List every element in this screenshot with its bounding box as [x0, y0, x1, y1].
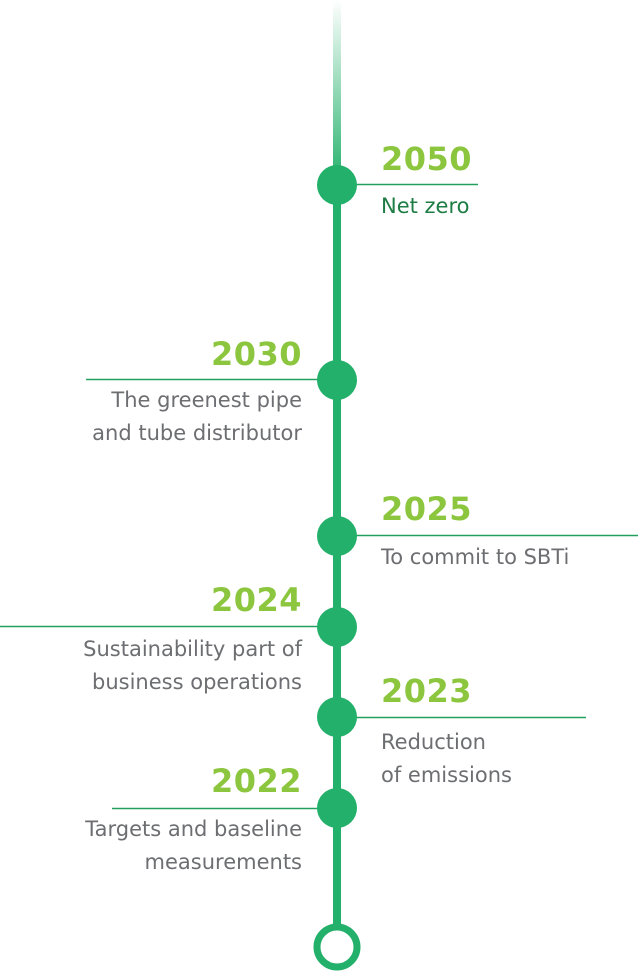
- description-line: The greenest pipe: [111, 388, 302, 412]
- milestone-year-2023: 2023: [381, 672, 473, 710]
- description-line: and tube distributor: [92, 421, 302, 445]
- timeline-fade-segment: [333, 0, 341, 185]
- description-line: business operations: [92, 670, 302, 694]
- milestone-dot-2050: [317, 165, 357, 205]
- milestone-year-2022: 2022: [210, 762, 302, 800]
- description-line: Sustainability part of: [83, 637, 302, 661]
- milestone-dot-2030: [317, 360, 357, 400]
- milestone-description-2022: Targets and baseline measurements: [85, 813, 302, 879]
- description-line: of emissions: [381, 763, 512, 787]
- milestone-dot-2022: [317, 788, 357, 828]
- milestone-dot-2023: [317, 697, 357, 737]
- description-line: Net zero: [381, 194, 470, 218]
- milestone-year-2024: 2024: [210, 581, 302, 619]
- milestone-year-2050: 2050: [381, 140, 473, 178]
- description-line: To commit to SBTi: [381, 545, 570, 569]
- description-line: measurements: [144, 850, 302, 874]
- milestone-dot-2025: [317, 516, 357, 556]
- milestone-year-2025: 2025: [381, 490, 473, 528]
- milestone-description-2050: Net zero: [381, 190, 470, 223]
- milestone-description-2024: Sustainability part of business operatio…: [83, 633, 302, 699]
- milestone-description-2023: Reduction of emissions: [381, 726, 512, 792]
- description-line: Reduction: [381, 730, 486, 754]
- milestone-dot-2024: [317, 607, 357, 647]
- timeline-end-ring: [313, 923, 361, 971]
- description-line: Targets and baseline: [85, 817, 302, 841]
- milestone-description-2025: To commit to SBTi: [381, 541, 569, 574]
- milestone-description-2030: The greenest pipe and tube distributor: [92, 384, 302, 450]
- milestone-year-2030: 2030: [210, 335, 302, 373]
